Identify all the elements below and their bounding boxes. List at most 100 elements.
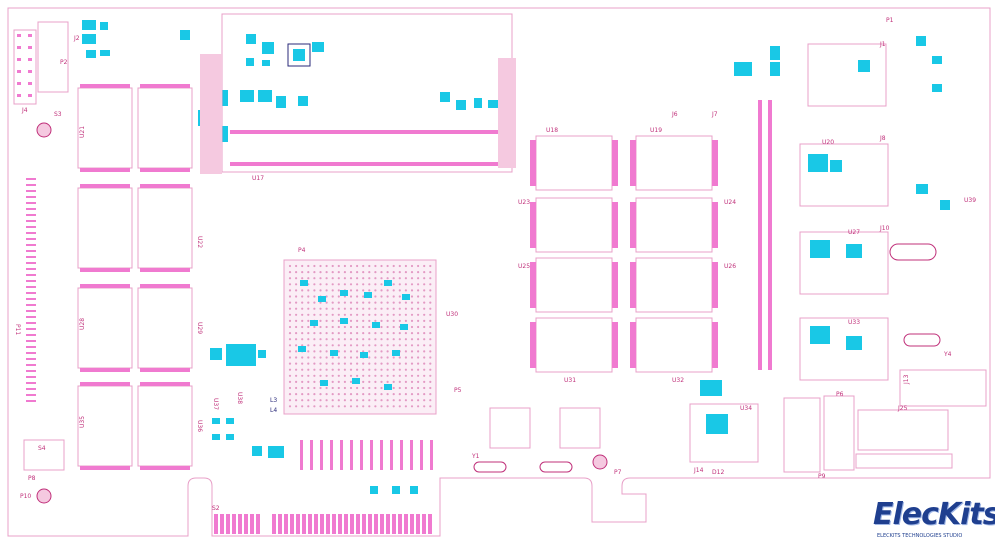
s4-switch (23, 439, 65, 471)
bga-ball (380, 368, 383, 371)
bga-ball (295, 295, 298, 298)
bga-ball (307, 386, 310, 390)
bga-ball (410, 289, 414, 292)
bga-ball (313, 277, 316, 280)
bga-ball (380, 289, 383, 292)
bga-ball (410, 338, 414, 341)
bga-ball (337, 374, 340, 377)
bga-ball (349, 283, 353, 286)
bga-ball (362, 283, 365, 286)
bga-ball (404, 386, 407, 390)
bga-ball (331, 283, 334, 286)
bga-ball (337, 362, 340, 365)
bga-ball (404, 283, 407, 286)
bga-ball (362, 313, 365, 316)
bga-ball (288, 393, 292, 396)
bga-ball (417, 301, 420, 304)
bga-ball (404, 277, 407, 280)
bga-ball (386, 307, 389, 310)
bga-ball (398, 386, 401, 390)
bga-ball (331, 399, 334, 402)
bga-ball (423, 264, 426, 268)
bga-ball (301, 374, 304, 377)
ref-u23: U23 (518, 199, 530, 206)
bga-ball (380, 332, 383, 335)
bga-ball (417, 271, 420, 274)
bga-ball (410, 356, 414, 359)
bga-ball (301, 301, 304, 304)
bga-ball (343, 380, 346, 383)
ref-p4: P4 (298, 247, 306, 254)
ref-u19: U19 (650, 127, 662, 134)
bga-ball (429, 325, 432, 329)
bga-ball (429, 271, 432, 274)
bga-ball (307, 405, 310, 408)
bga-ball (288, 319, 292, 322)
bga-ball (343, 283, 346, 286)
u100-header (855, 453, 953, 469)
bga-ball (410, 393, 414, 396)
bga-ball (392, 313, 395, 316)
bga-ball (343, 301, 346, 304)
bga-ball (429, 295, 432, 298)
bga-ball (392, 301, 395, 304)
bga-ball (362, 393, 365, 396)
bga-ball (295, 344, 298, 347)
bga-ball (410, 362, 414, 365)
bga-ball (404, 399, 407, 402)
bga-ball (288, 313, 292, 316)
bga-ball (337, 319, 340, 322)
left-connector-strip (26, 178, 36, 402)
bga-ball (386, 332, 389, 335)
bga-ball (410, 368, 414, 371)
bga-ball (331, 362, 334, 365)
bga-ball (349, 350, 353, 353)
middle-memory-pads (530, 140, 718, 368)
bga-ball (356, 393, 359, 396)
bga-ball (380, 386, 383, 390)
bga-ball (319, 307, 322, 310)
bga-ball (423, 301, 426, 304)
bga-ball (398, 307, 401, 310)
bga-ball (288, 332, 292, 335)
bga-ball (404, 319, 407, 322)
bga-ball (356, 350, 359, 353)
bga-ball (319, 338, 322, 341)
bga-ball (307, 289, 310, 292)
bga-ball (417, 362, 420, 365)
ref-p2: P2 (60, 59, 68, 66)
bga-ball (398, 264, 401, 268)
bga-ball (331, 356, 334, 359)
bga-ball (343, 393, 346, 396)
ref-u25: U25 (518, 263, 530, 270)
bga-ball (295, 271, 298, 274)
ref-p1: P1 (886, 17, 894, 24)
crystal-y4 (903, 333, 941, 347)
bga-ball (368, 356, 371, 359)
bga-ball (398, 277, 401, 280)
bga-ball (410, 332, 414, 335)
ref-y4: Y4 (943, 351, 952, 358)
bga-ball (288, 399, 292, 402)
bga-ball (429, 332, 432, 335)
bga-ball (417, 289, 420, 292)
bga-ball (423, 307, 426, 310)
bga-ball (374, 332, 377, 335)
ref-u24: U24 (724, 199, 736, 206)
bga-ball (423, 368, 426, 371)
bga-ball (325, 356, 328, 359)
bga-ball (331, 393, 334, 396)
ref-j8: J8 (879, 135, 886, 142)
bga-ball (404, 338, 407, 341)
ref-j10: J10 (879, 225, 890, 232)
bga-ball (349, 368, 353, 371)
bga-ball (362, 399, 365, 402)
ref-j13: J13 (903, 374, 910, 385)
bga-ball (398, 368, 401, 371)
ref-u17: U17 (252, 175, 264, 182)
bga-ball (356, 295, 359, 298)
bga-ball (368, 325, 371, 329)
bga-ball (423, 283, 426, 286)
left-header-j4 (13, 29, 37, 105)
bga-ball (349, 362, 353, 365)
